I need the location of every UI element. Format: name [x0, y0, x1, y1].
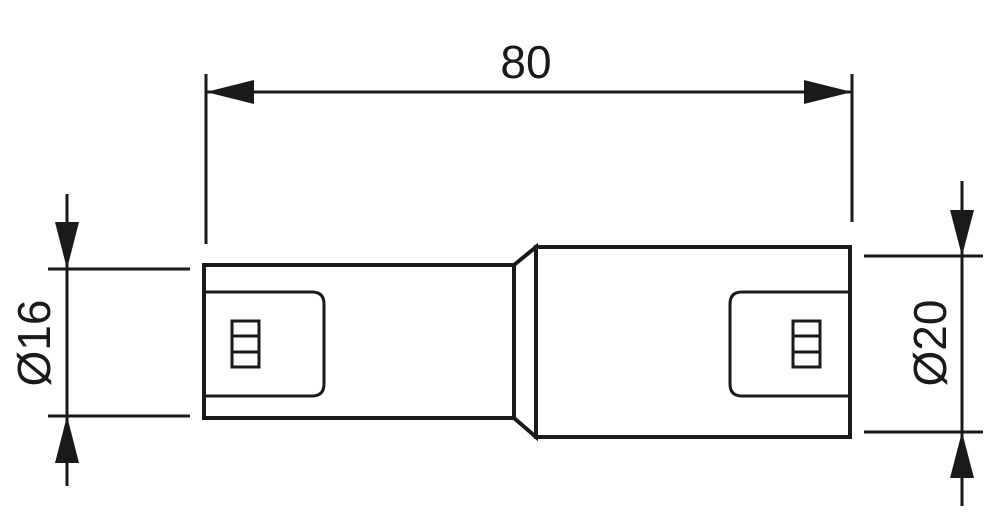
- right-body-outline: [534, 245, 852, 439]
- right-latch-slot: [791, 319, 822, 369]
- right-latch-window: [728, 290, 850, 398]
- length-arrow-right: [804, 80, 852, 104]
- right-dia-arrow-top: [950, 210, 974, 256]
- length-value: 80: [500, 36, 551, 88]
- left-latch-slot: [230, 319, 261, 369]
- transition-chamfer: [512, 242, 538, 442]
- right-dia-value: Ø20: [904, 300, 956, 387]
- left-diameter-dimension: Ø16: [8, 194, 190, 486]
- left-dia-arrow-top: [55, 222, 79, 269]
- connector-part: [202, 242, 852, 442]
- left-latch-window: [204, 290, 326, 398]
- right-diameter-dimension: Ø20: [864, 181, 983, 506]
- length-arrow-left: [206, 80, 254, 104]
- left-dia-value: Ø16: [8, 300, 60, 387]
- right-dia-arrow-bottom: [950, 432, 974, 478]
- length-dimension: 80: [204, 36, 854, 244]
- left-dia-arrow-bottom: [55, 416, 79, 463]
